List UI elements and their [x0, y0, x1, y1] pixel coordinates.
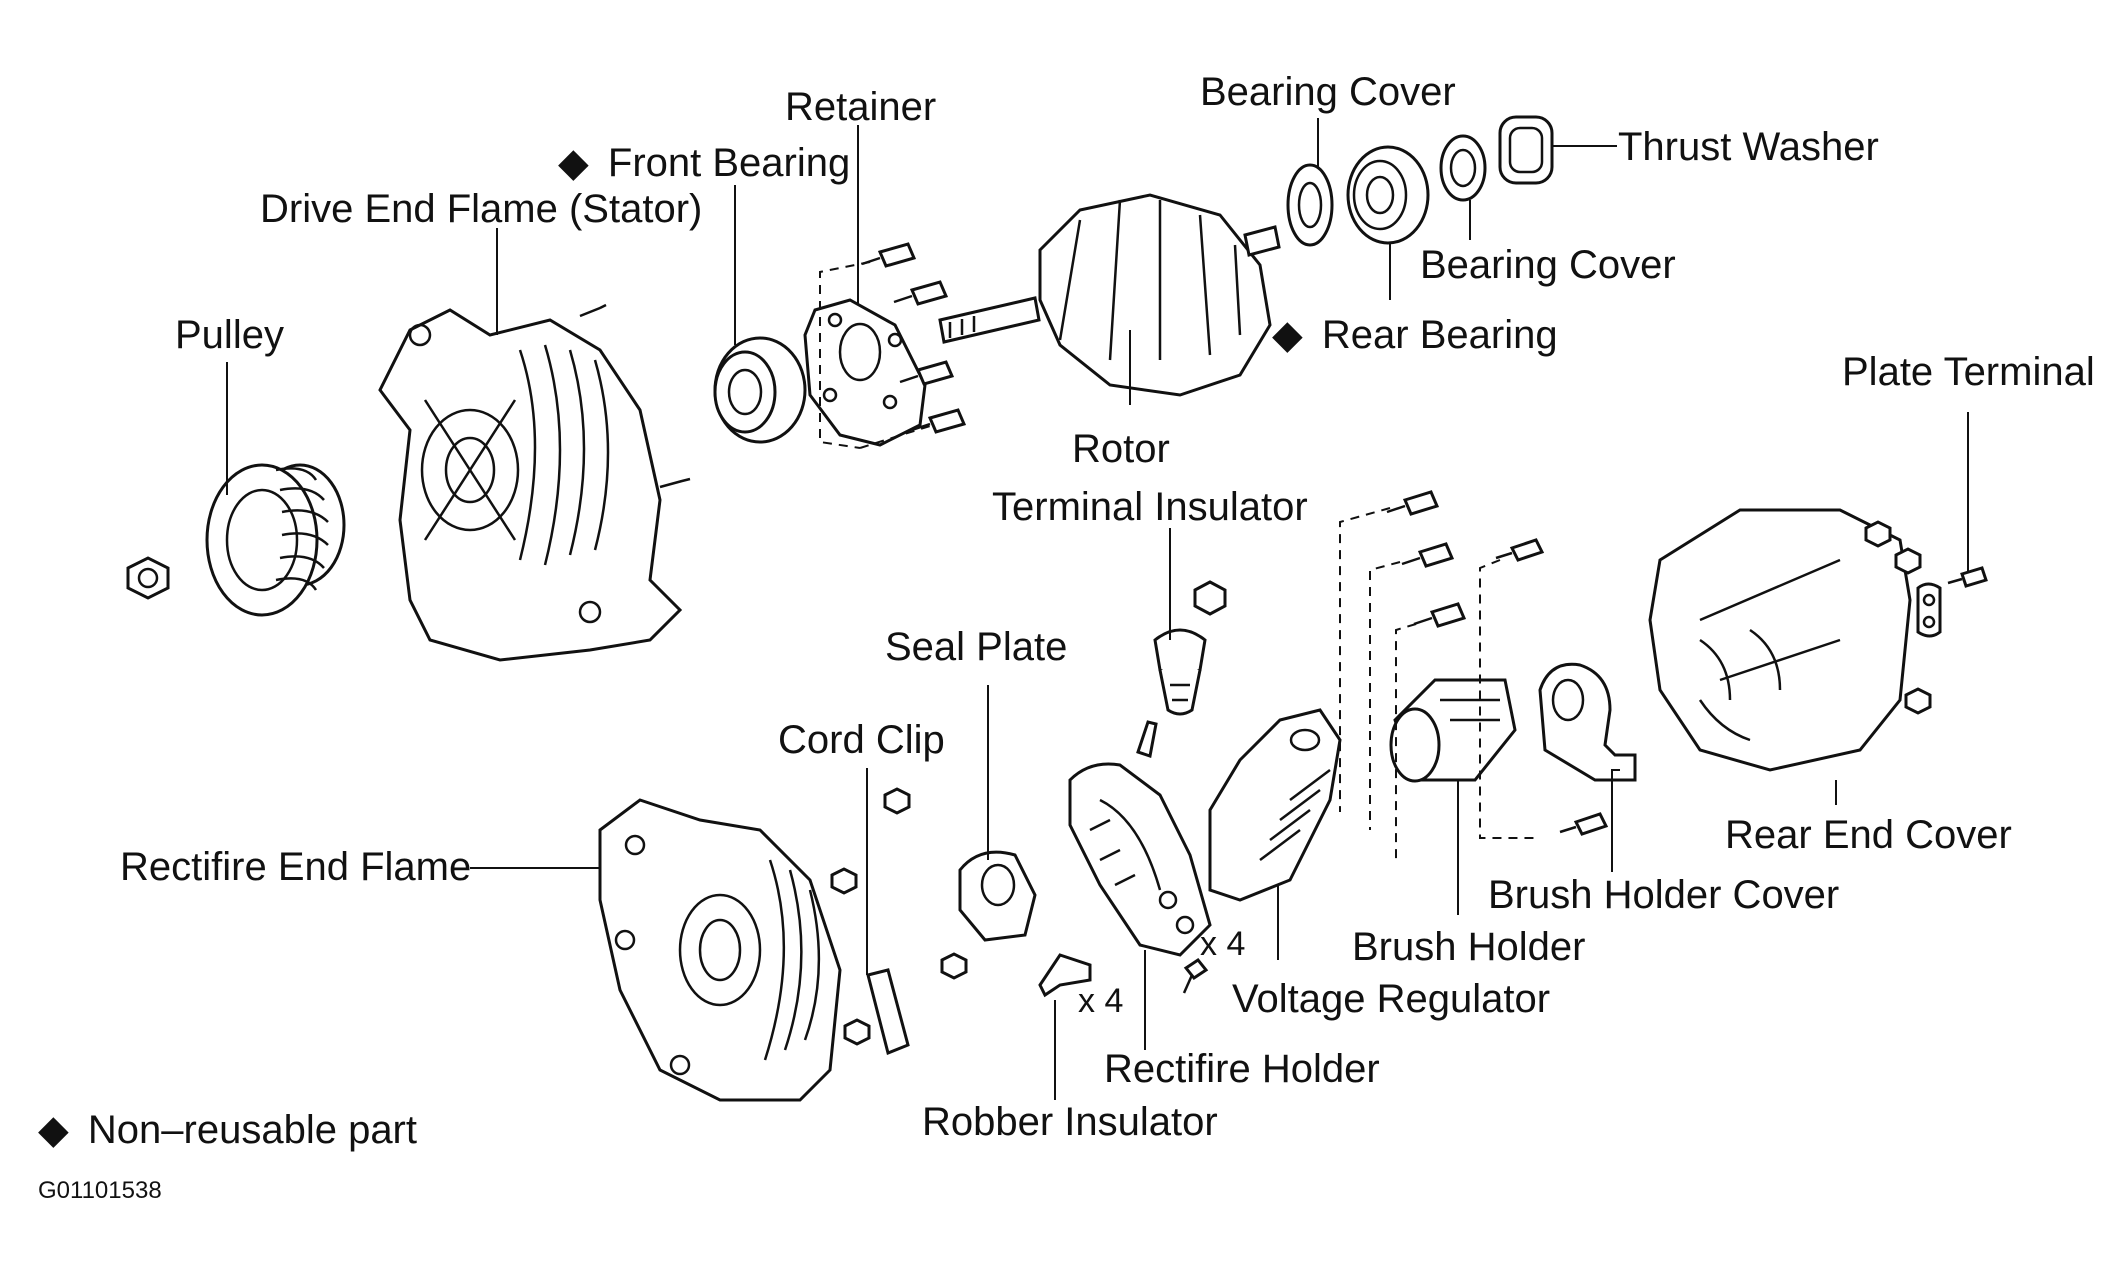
rear-bearing [1346, 145, 1430, 245]
bearing-cover-1 [1286, 163, 1334, 247]
leader-lines [226, 118, 1969, 1100]
legend-text: Non–reusable part [88, 1108, 417, 1152]
cord-clip [866, 968, 910, 1056]
label-cord-clip: Cord Clip [778, 718, 945, 762]
retainer-plate [803, 298, 927, 447]
non-reusable-marker: ◆ [558, 141, 589, 185]
label-retainer: Retainer [785, 85, 936, 129]
non-reusable-marker: ◆ [1272, 313, 1303, 357]
label-terminal-insulator: Terminal Insulator [992, 485, 1308, 529]
label-seal-plate: Seal Plate [885, 625, 1067, 669]
rectifier-frame-nuts [830, 787, 968, 1046]
label-rectifier-holder: Rectifire Holder [1104, 1047, 1380, 1091]
bearing-cover-2 [1439, 134, 1487, 202]
label-voltage-regulator: Voltage Regulator [1232, 977, 1550, 1021]
robber-insulator [1038, 953, 1092, 998]
label-rotor: Rotor [1072, 427, 1170, 471]
label-front-bearing: ◆ Front Bearing [558, 141, 850, 185]
label-bearing-cover-top: Bearing Cover [1200, 70, 1456, 114]
label-plate-terminal: Plate Terminal [1842, 350, 2095, 394]
brush-holder-screws [1339, 490, 1609, 860]
rectifier-end-frame [598, 798, 842, 1102]
legend: ◆ Non–reusable part [38, 1108, 417, 1152]
rear-end-cover [1648, 508, 1912, 772]
brush-holder [1389, 678, 1517, 783]
label-thrust-washer: Thrust Washer [1618, 125, 1879, 169]
label-drive-end-frame: Drive End Flame (Stator) [260, 187, 702, 231]
retainer-screws [819, 242, 967, 449]
label-quantity-left: x 4 [1078, 982, 1123, 1020]
seal-plate [958, 850, 1037, 942]
brush-holder-cover [1538, 662, 1637, 782]
pulley-nut [126, 556, 170, 600]
legend-marker: ◆ [38, 1108, 69, 1152]
rear-cover-nuts [1864, 520, 1932, 715]
terminal-insulator [1153, 580, 1227, 716]
label-brush-holder-cover: Brush Holder Cover [1488, 873, 1839, 917]
label-robber-insulator: Robber Insulator [922, 1100, 1218, 1144]
label-rear-bearing-text: Rear Bearing [1322, 313, 1558, 357]
label-rear-bearing: ◆ Rear Bearing [1272, 313, 1558, 357]
rectifier-holder [1068, 720, 1212, 994]
label-brush-holder: Brush Holder [1352, 925, 1585, 969]
front-bearing [713, 336, 807, 444]
label-rear-end-cover: Rear End Cover [1725, 813, 2012, 857]
plate-terminal [1916, 566, 1988, 638]
label-bearing-cover-mid: Bearing Cover [1420, 243, 1676, 287]
figure-code: G01101538 [38, 1177, 162, 1204]
label-rectifier-end-frame: Rectifire End Flame [120, 845, 471, 889]
rotor [938, 193, 1281, 397]
pulley [205, 463, 346, 617]
drive-end-frame [378, 303, 691, 662]
label-pulley: Pulley [175, 313, 284, 357]
label-front-bearing-text: Front Bearing [608, 141, 850, 185]
voltage-regulator [1208, 708, 1342, 902]
label-quantity-right: x 4 [1200, 925, 1245, 963]
thrust-washer [1498, 115, 1554, 185]
